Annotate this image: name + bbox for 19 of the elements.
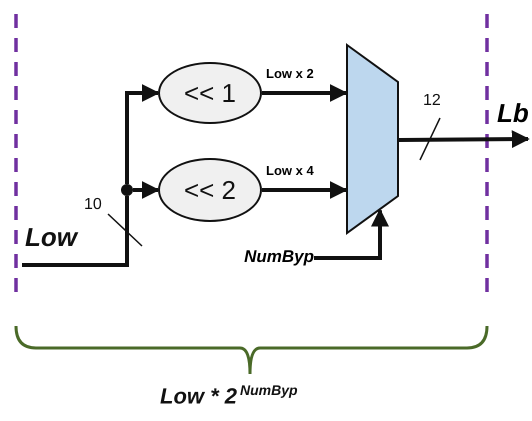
connector-arrow [262, 181, 348, 199]
edge-label: Low x 4 [266, 163, 314, 178]
shift-operator-ellipse: << 1 [158, 62, 262, 124]
multiplexer [346, 44, 399, 234]
signal-label: NumByp [222, 247, 314, 269]
connector-line [22, 196, 129, 267]
bus-width-label: 10 [84, 196, 102, 214]
signal-label: Low [25, 222, 77, 253]
formula-label: Low * 2$^{NumByp}$ [160, 382, 298, 410]
edge-label: Low x 2 [266, 66, 314, 81]
junction-dot [121, 184, 133, 196]
bus-width-label: 12 [423, 92, 441, 110]
connector-arrow [262, 84, 348, 102]
shift-operator-ellipse: << 2 [158, 158, 262, 222]
connector-arrow [398, 130, 530, 148]
signal-label: Lb [497, 98, 532, 139]
connector-arrow [133, 181, 160, 199]
connector-arrow [314, 208, 389, 260]
connector-arrow [125, 84, 160, 184]
